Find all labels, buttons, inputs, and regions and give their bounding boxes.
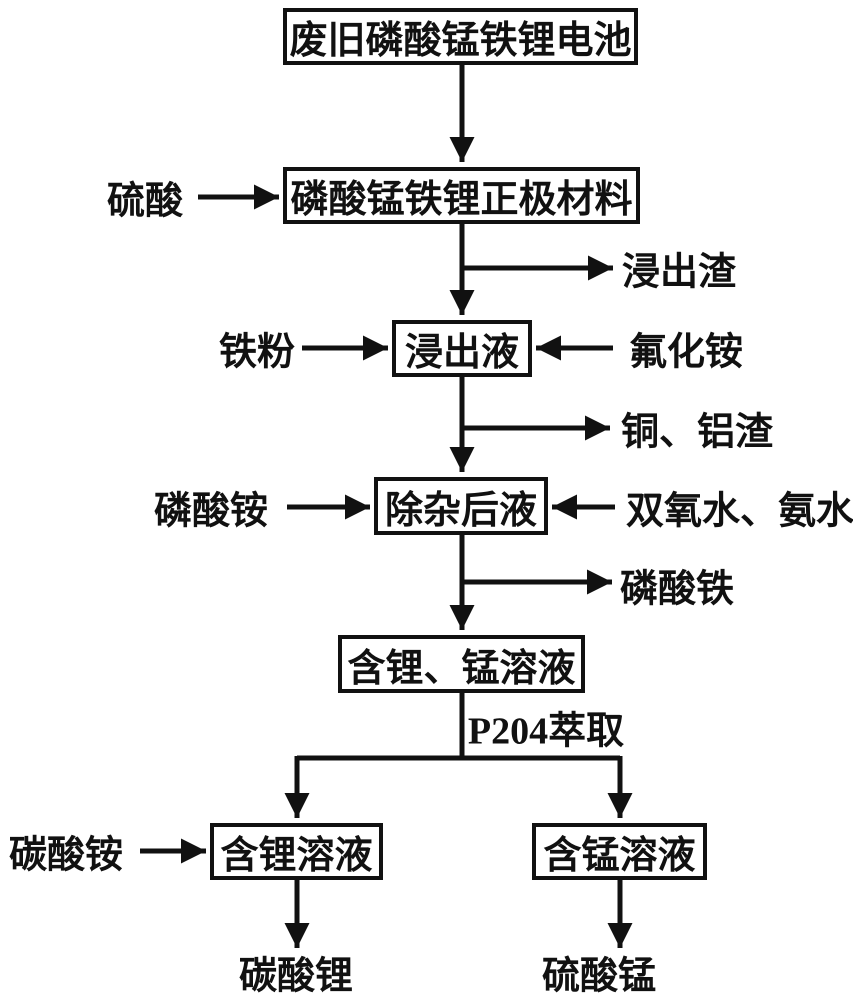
label-ammonium-carbonate: 碳酸铵 (8, 834, 124, 877)
label-lithium-carbonate: 碳酸锂 (238, 955, 354, 998)
label-iron-powder: 铁粉 (218, 331, 296, 374)
label-iron-phosphate: 磷酸铁 (619, 568, 735, 611)
node-mn-solution: 含锰溶液 (532, 823, 707, 880)
node-waste-battery: 废旧磷酸锰铁锂电池 (283, 8, 638, 65)
label-p204-extraction: P204萃取 (467, 710, 625, 753)
label-leach-residue: 浸出渣 (621, 251, 737, 294)
label-sulfuric-acid: 硫酸 (106, 180, 184, 223)
node-li-solution: 含锂溶液 (210, 823, 383, 880)
label-copper-aluminum-slag: 铜、铝渣 (620, 411, 774, 454)
label-ammonium-phosphate: 磷酸铵 (153, 490, 269, 533)
label-ammonium-fluoride: 氟化铵 (628, 331, 744, 374)
node-li-mn-solution: 含锂、锰溶液 (338, 635, 585, 693)
node-purified-solution: 除杂后液 (374, 477, 548, 535)
label-peroxide-ammonia: 双氧水、氨水 (625, 490, 853, 533)
label-manganese-sulfate: 硫酸锰 (541, 955, 657, 998)
node-cathode-material: 磷酸锰铁锂正极材料 (283, 167, 640, 224)
node-leachate: 浸出液 (392, 320, 532, 377)
